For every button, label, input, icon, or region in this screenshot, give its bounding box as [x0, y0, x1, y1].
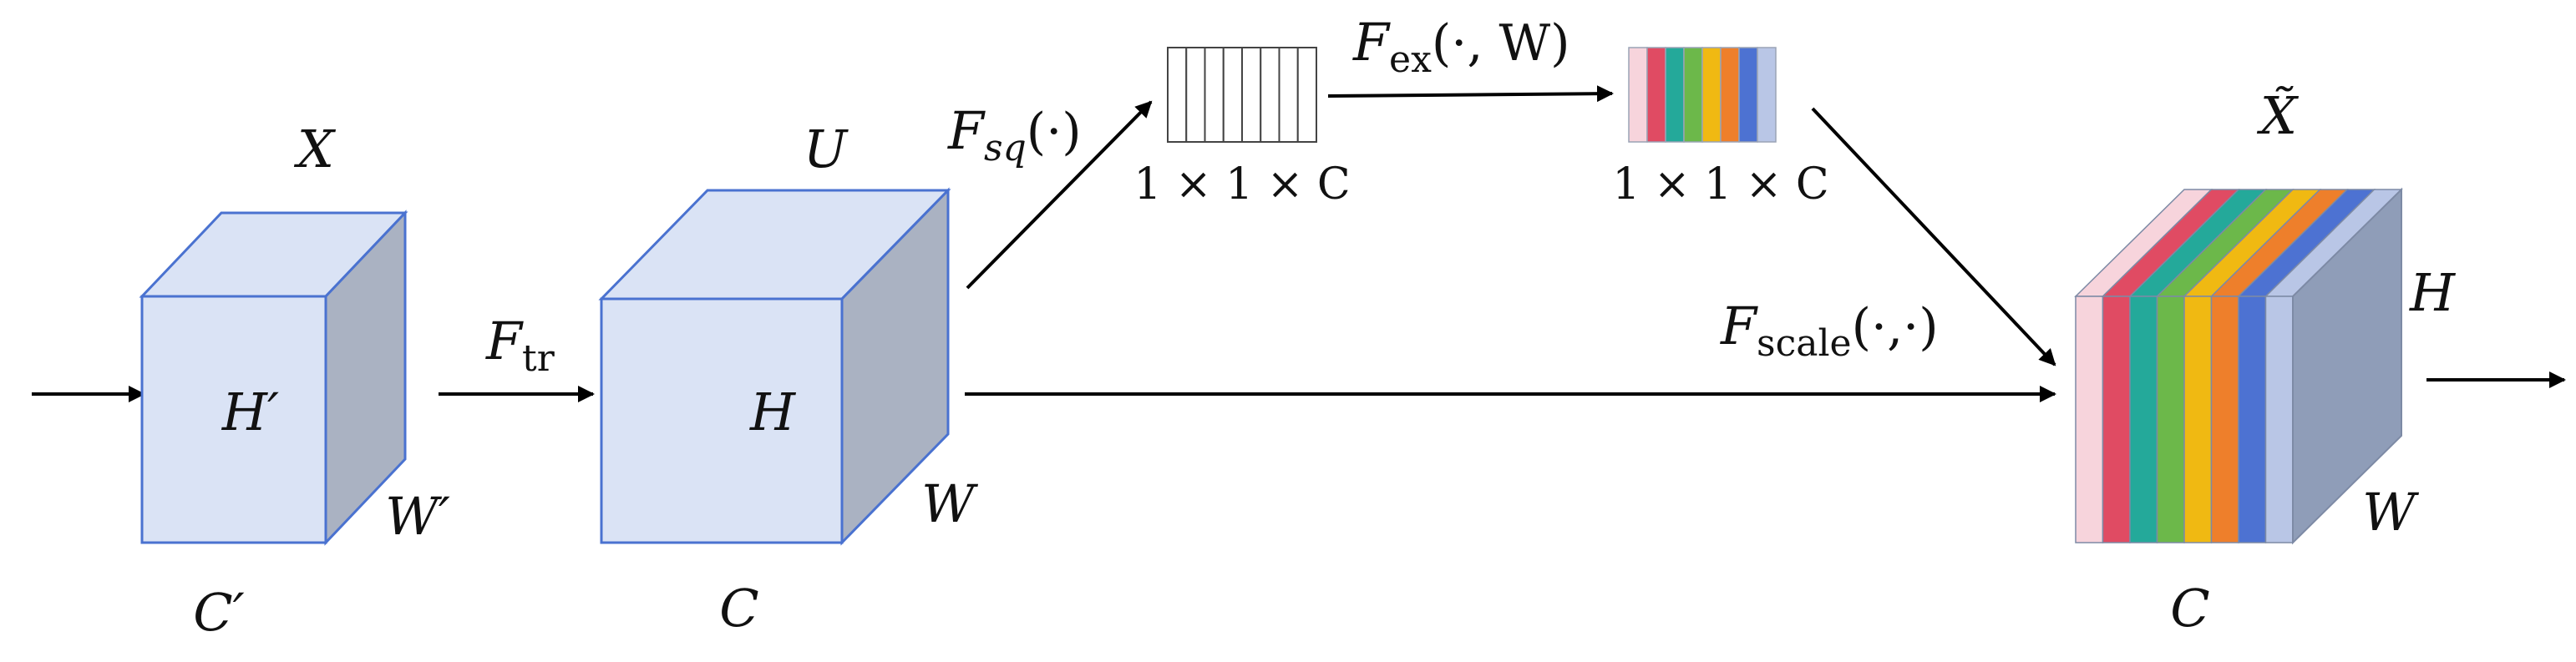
excite-channel	[1757, 47, 1777, 143]
label-c: C	[719, 578, 758, 639]
label-squeeze-dim: 1 × 1 × C	[1133, 159, 1350, 210]
label-h-prime: H′	[221, 382, 279, 442]
f-ex-main: F	[1352, 12, 1391, 73]
excite-channel	[1646, 47, 1666, 143]
label-f-ex: Fex(·, W)	[1352, 12, 1570, 81]
f-scale-sub: scale	[1757, 322, 1852, 365]
excite-channel	[1738, 47, 1758, 143]
excitation-arrow	[1327, 85, 1614, 103]
output-channel-front	[2129, 296, 2158, 543]
squeeze-channel	[1185, 47, 1206, 143]
output-channel-front	[2075, 296, 2104, 543]
f-sq-arg: (·)	[1027, 103, 1082, 161]
label-w-prime: W′	[385, 486, 450, 547]
output-channel-front	[2238, 296, 2267, 543]
output-channel-front	[2102, 296, 2131, 543]
output-channel-front	[2264, 296, 2294, 543]
f-tr-main: F	[485, 311, 524, 371]
f-ex-arg: (·, W)	[1432, 14, 1570, 73]
label-f-sq: Fsq(·)	[947, 100, 1082, 169]
cube-x-front-face	[140, 295, 327, 544]
squeeze-channel	[1296, 47, 1317, 143]
f-scale-arg: (·,·)	[1852, 298, 1939, 356]
label-h: H	[749, 382, 797, 442]
squeeze-channel	[1278, 47, 1299, 143]
label-f-tr: Ftr	[485, 311, 555, 380]
label-u: U	[804, 119, 849, 179]
label-f-scale: Fscale(·,·)	[1720, 296, 1939, 365]
cube-u-front-face	[600, 297, 844, 544]
label-excite-dim: 1 × 1 × C	[1612, 159, 1828, 210]
f-sq-sub: sq	[984, 127, 1027, 169]
label-out-c: C	[2170, 578, 2209, 639]
excite-channel	[1720, 47, 1740, 143]
excite-channel	[1701, 47, 1722, 143]
scale-weights-arrow	[1811, 107, 2056, 366]
f-tr-sub: tr	[522, 337, 555, 380]
label-c-prime: C′	[193, 582, 245, 643]
squeeze-channel	[1204, 47, 1225, 143]
label-w: W	[921, 473, 978, 534]
excite-channel	[1628, 47, 1648, 143]
f-sq-main: F	[947, 100, 986, 161]
f-ex-sub: ex	[1389, 38, 1432, 81]
squeeze-channel	[1241, 47, 1262, 143]
squeeze-vector	[1167, 47, 1317, 143]
squeeze-channel	[1167, 47, 1188, 143]
output-channel-front	[2156, 296, 2185, 543]
label-x: X	[294, 119, 337, 179]
feature-cube-u	[598, 187, 951, 546]
squeeze-arrow	[966, 100, 1153, 290]
output-block-x-tilde	[2074, 187, 2403, 545]
output-channel-front	[2183, 296, 2213, 543]
excite-channel	[1683, 47, 1703, 143]
label-out-h: H	[2409, 262, 2457, 323]
squeeze-channel	[1260, 47, 1280, 143]
f-scale-main: F	[1720, 296, 1758, 356]
squeeze-channel	[1222, 47, 1243, 143]
input-cube-x	[139, 210, 408, 546]
label-out-w: W	[2362, 482, 2419, 543]
output-channel-front	[2210, 296, 2239, 543]
excite-vector	[1628, 47, 1777, 143]
excite-channel	[1665, 47, 1685, 143]
output-side-face	[2292, 187, 2402, 545]
label-x-tilde: X̃	[2257, 85, 2300, 146]
